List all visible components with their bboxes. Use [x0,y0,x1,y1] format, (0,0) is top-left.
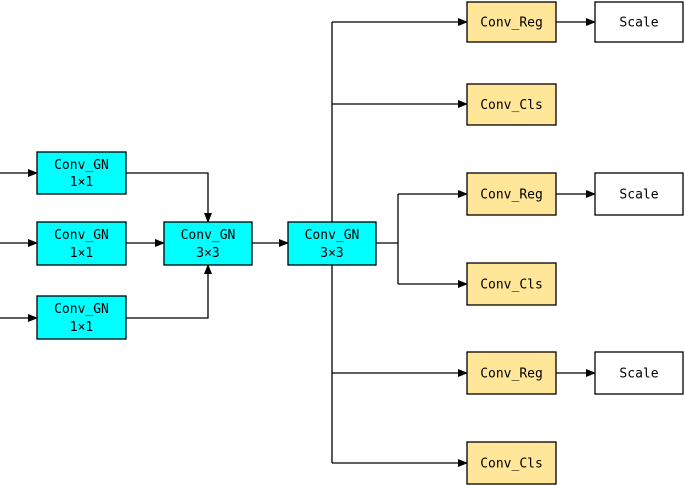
conv-gn-block-5-box [287,221,377,266]
conv-reg-block-1-box [466,1,557,43]
conv-gn-block-3-title: Conv_GN [54,302,109,317]
conv-cls-block-2-label: Conv_Cls [480,278,543,293]
scale-block-3-label: Scale [619,367,658,382]
conv-reg-block-2: Conv_Reg [466,172,557,216]
conv-cls-block-2: Conv_Cls [466,262,557,306]
conv-cls-block-2-box [466,262,557,306]
conv-cls-block-3-box [466,441,557,485]
conv-gn-block-2: Conv_GN 1×1 [36,221,127,266]
wire-gn3-to-gn4 [126,264,212,319]
conv-gn-block-5-kernel: 3×3 [320,246,343,261]
scale-block-3-box [594,351,684,395]
scale-block-2-label: Scale [619,188,658,203]
conv-reg-block-1-label: Conv_Reg [480,16,543,31]
conv-cls-block-1-box [466,83,557,126]
conv-gn-block-5: Conv_GN 3×3 [287,221,377,266]
conv-gn-block-1: Conv_GN 1×1 [36,151,127,195]
conv-gn-block-4-box [163,221,253,266]
conv-gn-block-4: Conv_GN 3×3 [163,221,253,266]
conv-gn-block-1-box [36,151,127,195]
conv-gn-block-4-kernel: 3×3 [196,246,219,261]
conv-gn-block-2-box [36,221,127,266]
scale-block-2-box [594,172,684,216]
conv-cls-block-3-label: Conv_Cls [480,457,543,472]
conv-gn-block-3-box [36,295,127,340]
scale-block-1-box [594,1,684,43]
conv-cls-block-1: Conv_Cls [466,83,557,126]
scale-block-1: Scale [594,1,684,43]
conv-reg-block-2-label: Conv_Reg [480,188,543,203]
conv-gn-block-1-kernel: 1×1 [70,175,93,190]
conv-cls-block-1-label: Conv_Cls [480,98,543,113]
conv-reg-block-2-box [466,172,557,216]
conv-gn-block-2-title: Conv_GN [54,228,109,243]
conv-gn-block-1-title: Conv_GN [54,158,109,173]
conv-reg-block-3-label: Conv_Reg [480,367,543,382]
scale-block-3: Scale [594,351,684,395]
conv-gn-block-3: Conv_GN 1×1 [36,295,127,340]
conv-gn-block-4-title: Conv_GN [181,228,236,243]
connections [0,18,596,467]
conv-cls-block-3: Conv_Cls [466,441,557,485]
scale-block-2: Scale [594,172,684,216]
conv-gn-block-5-title: Conv_GN [305,228,360,243]
conv-gn-block-3-kernel: 1×1 [70,320,93,335]
scale-block-1-label: Scale [619,16,658,31]
conv-reg-block-1: Conv_Reg [466,1,557,43]
wire-gn1-to-gn4 [126,172,212,223]
conv-reg-block-3-box [466,351,557,395]
conv-gn-block-2-kernel: 1×1 [70,246,93,261]
conv-reg-block-3: Conv_Reg [466,351,557,395]
